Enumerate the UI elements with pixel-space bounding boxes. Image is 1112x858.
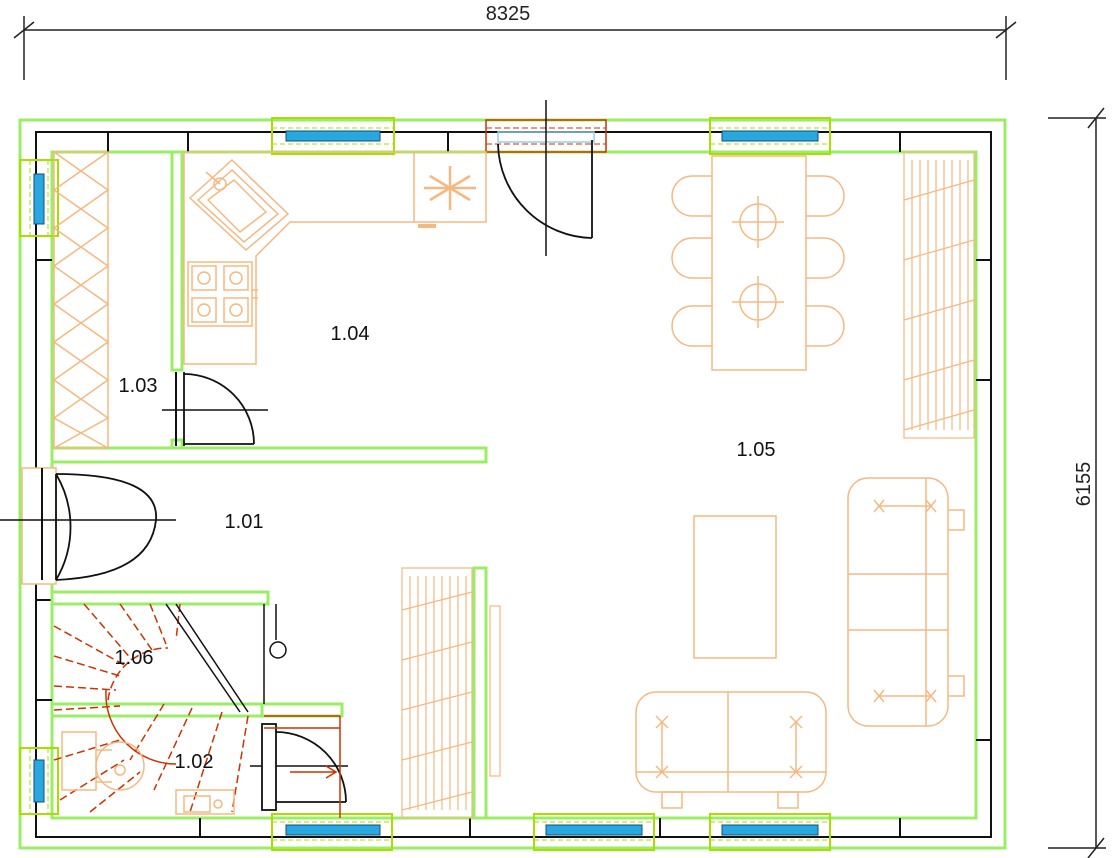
- exterior-walls: [18, 118, 1007, 850]
- coffee-table: [693, 515, 777, 659]
- room-label-1-02: 1.02: [175, 751, 214, 773]
- wall-ticks: [36, 132, 991, 837]
- toilet-icon: [61, 731, 145, 791]
- sink-icon: [188, 158, 290, 252]
- dining-table: [671, 155, 845, 371]
- room-label-1-04: 1.04: [331, 323, 370, 345]
- stove-burner-icon: [187, 261, 258, 327]
- window-bottom-2: [533, 813, 655, 851]
- room-label-1-03: 1.03: [119, 375, 158, 397]
- window-top-2: [709, 117, 831, 155]
- window-top-1: [271, 117, 395, 155]
- cabinet-center: [401, 567, 501, 819]
- window-left-1: [19, 159, 59, 237]
- wardrobe: [52, 151, 110, 449]
- window-left-2: [19, 747, 59, 815]
- door-swing-icon: [0, 100, 593, 811]
- window-bottom-1: [271, 813, 393, 851]
- bathroom-sink: [175, 789, 235, 815]
- room-label-1-01: 1.01: [225, 511, 264, 533]
- dimension-width-label: 8325: [486, 3, 531, 25]
- dimension-height-label: 6155: [1073, 462, 1095, 507]
- sofa-right: [847, 477, 965, 727]
- sofa-bottom: [635, 691, 827, 809]
- snowflake-icon: [418, 166, 476, 228]
- room-label-1-06: 1.06: [115, 647, 154, 669]
- window-bottom-3: [709, 813, 831, 851]
- dimension-horizontal: [13, 16, 1017, 80]
- cabinet-right: [903, 151, 975, 439]
- kitchen-counter: [183, 151, 487, 365]
- dimension-vertical: [1048, 107, 1106, 858]
- stair-rail: [165, 603, 287, 713]
- interior-walls: [50, 150, 488, 820]
- room-label-1-05: 1.05: [737, 439, 776, 461]
- staircase: [53, 603, 341, 818]
